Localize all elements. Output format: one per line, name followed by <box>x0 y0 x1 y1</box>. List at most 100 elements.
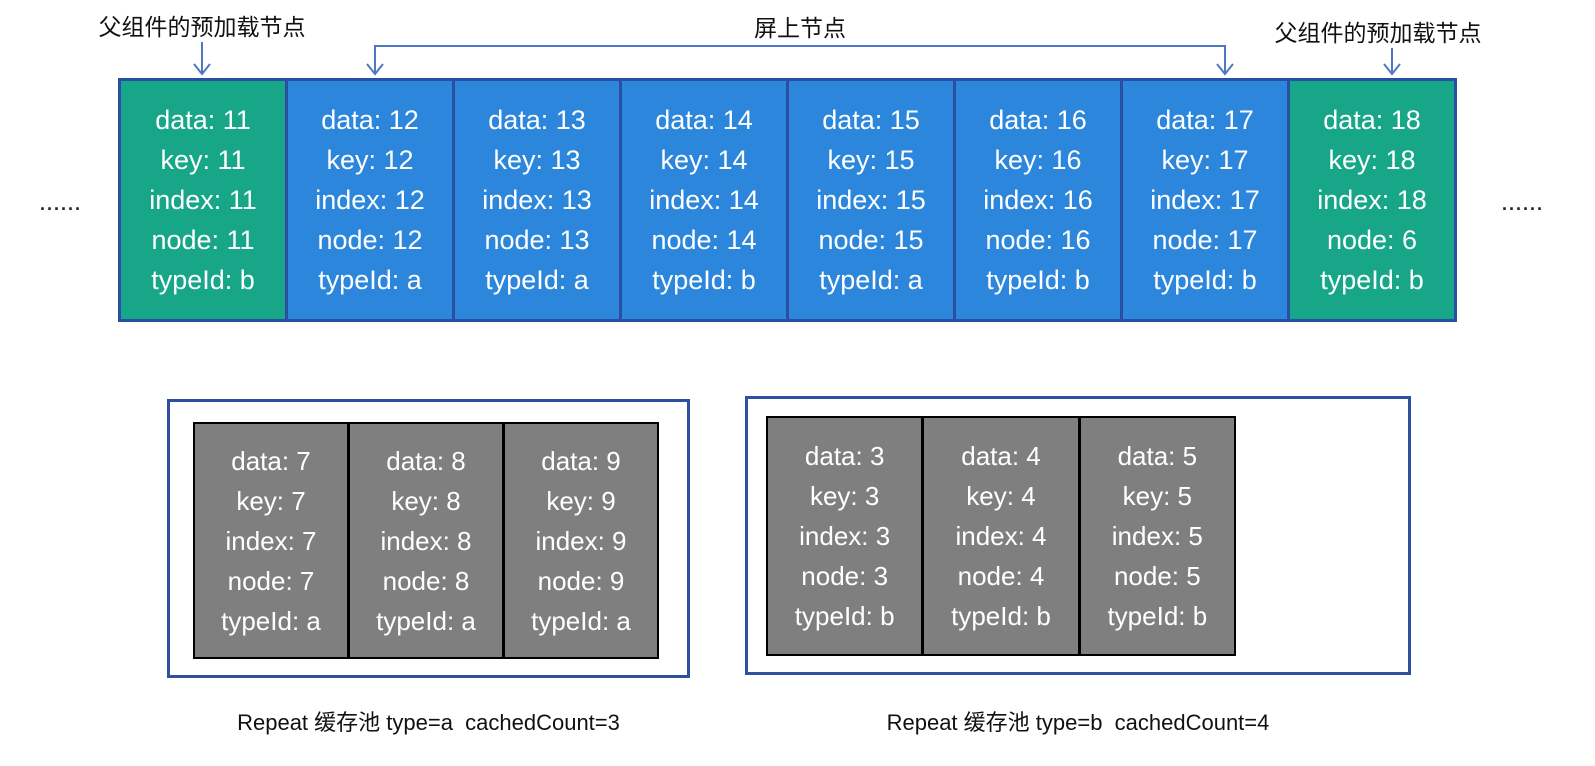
node-field-index: index: 4 <box>955 521 1047 551</box>
ellipsis-right: ...... <box>1502 194 1545 214</box>
node-card: data: 7 key: 7 index: 7 node: 7 typeId: a <box>195 424 350 657</box>
node-field-key: key: 4 <box>966 481 1036 511</box>
node-field-data: data: 11 <box>155 105 251 135</box>
node-field-data: data: 7 <box>231 445 311 476</box>
label-preload-left: 父组件的预加载节点 <box>98 14 306 40</box>
node-field-node: node: 13 <box>484 225 590 255</box>
node-field-typeid: typeId: b <box>652 265 756 295</box>
node-field-data: data: 17 <box>1156 105 1254 135</box>
node-field-data: data: 13 <box>488 105 586 135</box>
node-card: data: 14 key: 14 index: 14 node: 14 typeId: … <box>622 81 789 319</box>
node-card: data: 9 key: 9 index: 9 node: 9 typeId: a <box>505 424 657 657</box>
annotation-arrows <box>193 42 1401 76</box>
node-field-key: key: 18 <box>1328 145 1416 175</box>
node-field-index: index: 7 <box>225 525 317 556</box>
node-card: data: 15 key: 15 index: 15 node: 15 typeId: … <box>789 81 956 319</box>
node-field-typeid: typeId: a <box>485 265 589 295</box>
node-field-data: data: 9 <box>541 445 621 476</box>
node-field-node: node: 8 <box>382 565 470 596</box>
node-card: data: 11 key: 11 index: 11 node: 11 typeId: … <box>121 81 288 319</box>
node-card: data: 13 key: 13 index: 13 node: 13 typeId: … <box>455 81 622 319</box>
node-field-key: key: 13 <box>493 145 581 175</box>
pool-a-caption: Repeat 缓存池 type=a cachedCount=3 <box>237 710 620 735</box>
node-field-node: node: 15 <box>818 225 924 255</box>
node-field-typeid: typeId: b <box>794 601 895 631</box>
node-field-node: node: 9 <box>537 565 625 596</box>
right-preload-arrow <box>1383 48 1401 76</box>
node-card: data: 5 key: 5 index: 5 node: 5 typeId: b <box>1080 418 1234 654</box>
node-field-node: node: 16 <box>985 225 1091 255</box>
node-field-data: data: 5 <box>1117 441 1198 471</box>
node-field-key: key: 9 <box>546 485 616 516</box>
node-field-key: key: 11 <box>160 145 246 175</box>
node-field-typeid: typeId: a <box>819 265 923 295</box>
node-field-typeid: typeId: a <box>221 605 321 636</box>
node-field-index: index: 18 <box>1317 185 1427 215</box>
node-field-typeid: typeId: a <box>531 605 631 636</box>
node-field-node: node: 7 <box>227 565 315 596</box>
node-field-index: index: 5 <box>1111 521 1203 551</box>
node-field-typeid: typeId: b <box>151 265 255 295</box>
node-field-index: index: 3 <box>799 521 891 551</box>
node-field-node: node: 12 <box>317 225 423 255</box>
node-row: data: 11 key: 11 index: 11 node: 11 typeId: … <box>118 78 1457 322</box>
node-field-index: index: 16 <box>983 185 1093 215</box>
node-field-index: index: 9 <box>535 525 627 556</box>
node-field-node: node: 14 <box>651 225 757 255</box>
node-card: data: 4 key: 4 index: 4 node: 4 typeId: b <box>924 418 1081 654</box>
node-field-key: key: 3 <box>809 481 880 511</box>
node-field-node: node: 11 <box>151 225 255 255</box>
node-field-index: index: 17 <box>1150 185 1260 215</box>
node-field-node: node: 5 <box>1113 561 1201 591</box>
node-field-data: data: 12 <box>321 105 419 135</box>
node-field-data: data: 18 <box>1323 105 1421 135</box>
node-field-data: data: 15 <box>822 105 920 135</box>
node-field-key: key: 12 <box>326 145 414 175</box>
node-field-index: index: 12 <box>315 185 425 215</box>
node-field-typeid: typeId: b <box>951 601 1051 631</box>
node-field-data: data: 8 <box>386 445 466 476</box>
node-field-data: data: 14 <box>655 105 753 135</box>
node-card: data: 16 key: 16 index: 16 node: 16 typeId: … <box>956 81 1123 319</box>
label-onscreen-nodes: 屏上节点 <box>754 15 846 41</box>
ellipsis-left: ...... <box>40 194 83 214</box>
node-field-node: node: 17 <box>1152 225 1258 255</box>
label-preload-right: 父组件的预加载节点 <box>1274 20 1482 46</box>
node-field-node: node: 6 <box>1326 225 1418 255</box>
node-field-key: key: 16 <box>994 145 1082 175</box>
left-preload-arrow <box>193 42 211 76</box>
node-field-node: node: 4 <box>957 561 1045 591</box>
node-field-key: key: 7 <box>236 485 306 516</box>
node-field-key: key: 8 <box>391 485 461 516</box>
node-field-index: index: 13 <box>482 185 592 215</box>
node-field-node: node: 3 <box>801 561 889 591</box>
node-field-index: index: 14 <box>649 185 759 215</box>
node-card: data: 8 key: 8 index: 8 node: 8 typeId: a <box>350 424 505 657</box>
node-field-typeid: typeId: b <box>986 265 1090 295</box>
node-field-typeid: typeId: b <box>1153 265 1257 295</box>
node-field-typeid: typeId: b <box>1107 601 1208 631</box>
node-field-index: index: 11 <box>149 185 257 215</box>
node-card: data: 17 key: 17 index: 17 node: 17 typeId: … <box>1123 81 1290 319</box>
node-card: data: 18 key: 18 index: 18 node: 6 typeId: b <box>1290 81 1454 319</box>
pool-b-caption: Repeat 缓存池 type=b cachedCount=4 <box>886 710 1270 735</box>
node-field-data: data: 4 <box>961 441 1041 471</box>
node-card: data: 3 key: 3 index: 3 node: 3 typeId: b <box>768 418 925 654</box>
node-field-typeid: typeId: a <box>376 605 476 636</box>
onscreen-bracket <box>366 45 1234 76</box>
node-field-index: index: 8 <box>380 525 472 556</box>
node-field-key: key: 5 <box>1122 481 1192 511</box>
node-field-data: data: 3 <box>804 441 885 471</box>
node-field-key: key: 14 <box>660 145 748 175</box>
node-field-key: key: 17 <box>1161 145 1249 175</box>
node-field-key: key: 15 <box>827 145 915 175</box>
node-field-typeid: typeId: b <box>1320 265 1424 295</box>
node-field-data: data: 16 <box>989 105 1087 135</box>
node-field-index: index: 15 <box>816 185 926 215</box>
